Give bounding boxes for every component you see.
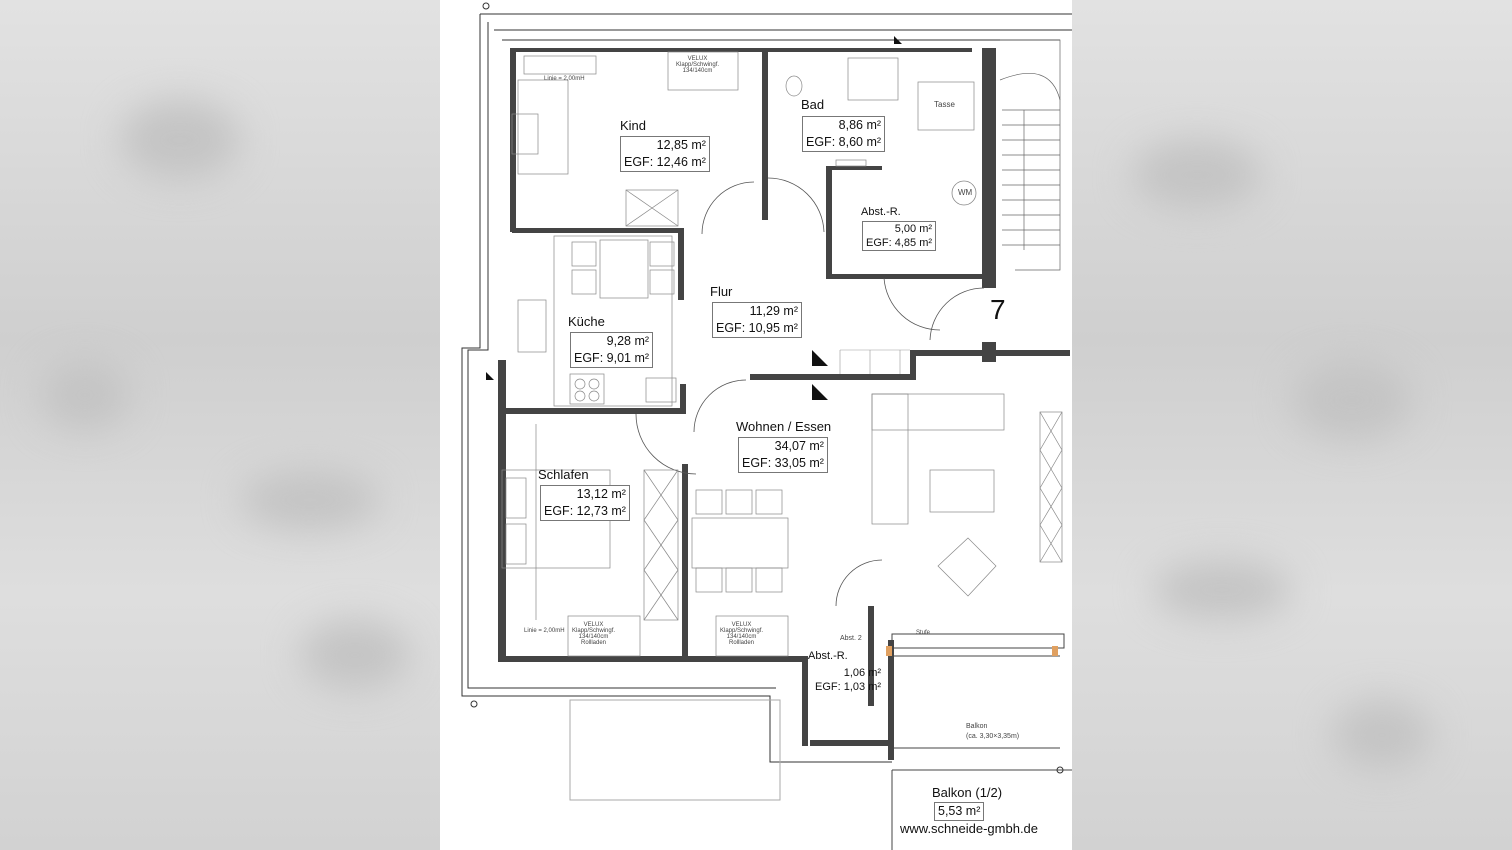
floor-plan-sheet: Linie = 2,00mH Linie = 2,00mH WM Tasse A… bbox=[440, 0, 1072, 850]
room-name-kind: Kind bbox=[620, 118, 647, 133]
abst2-small-label: Abst. 2 bbox=[840, 635, 862, 642]
balkon-dimensions-label: (ca. 3,30×3,35m) bbox=[966, 733, 1020, 740]
blurred-background-left bbox=[0, 0, 440, 850]
area-box-balkon: 5,53 m² bbox=[934, 802, 985, 821]
height-line-note-top: Linie = 2,00mH bbox=[544, 76, 585, 82]
room-name-wohnen-essen: Wohnen / Essen bbox=[736, 419, 832, 434]
room-name-storage-2: Abst.-R. bbox=[808, 650, 848, 662]
room-name-balkon: Balkon (1/2) bbox=[932, 785, 1003, 800]
room-name-kueche: Küche bbox=[568, 314, 605, 329]
blurred-background-right bbox=[1072, 0, 1512, 850]
room-name-flur: Flur bbox=[710, 284, 733, 299]
room-name-bad: Bad bbox=[801, 97, 825, 112]
room-name-schlafen: Schlafen bbox=[538, 467, 589, 482]
tasse-label: Tasse bbox=[934, 100, 955, 109]
website-watermark: www.schneide-gmbh.de bbox=[900, 821, 1039, 836]
balkon-small-label: Balkon bbox=[966, 723, 988, 730]
stufe-label: Stufe bbox=[916, 630, 931, 636]
floor-plan-drawing bbox=[461, 2, 1072, 850]
washing-machine-label: WM bbox=[958, 188, 973, 197]
room-name-storage-1: Abst.-R. bbox=[861, 206, 901, 218]
height-line-note-bottom: Linie = 2,00mH bbox=[524, 628, 565, 634]
unit-number: 7 bbox=[990, 294, 1006, 325]
